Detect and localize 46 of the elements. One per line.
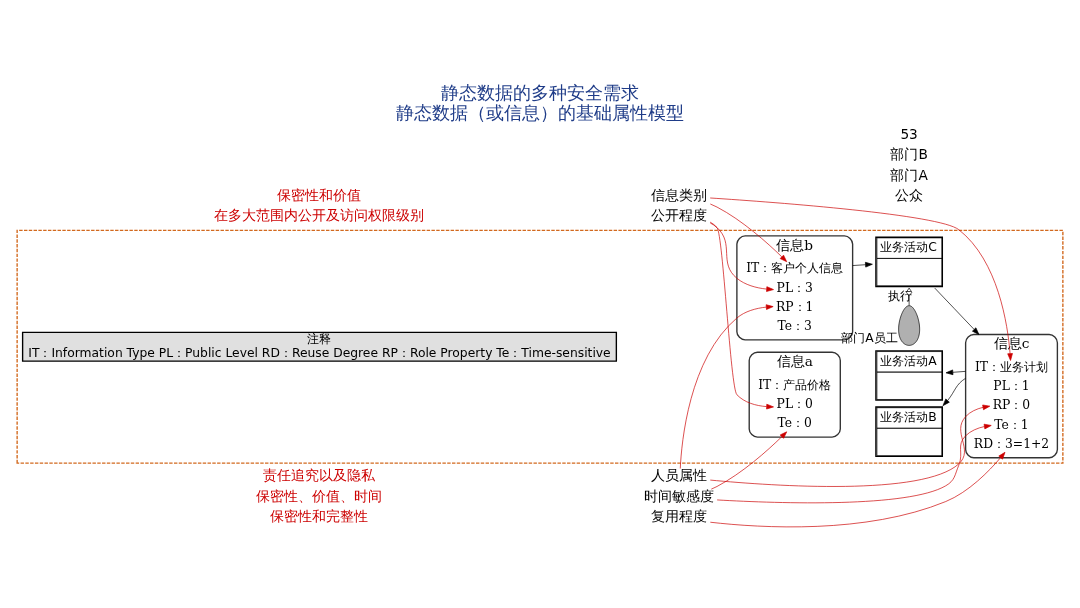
node-text: PL：3	[776, 280, 813, 295]
node-text: RP：1	[776, 299, 814, 314]
arrow	[710, 451, 1006, 527]
label: 保密性和完整性	[270, 507, 369, 524]
arrow	[945, 369, 966, 375]
arrow	[679, 303, 774, 469]
arrow	[710, 431, 788, 489]
node-text: 时间敏感度	[644, 487, 715, 504]
arrow	[709, 221, 774, 409]
node-text: PL：0	[776, 396, 813, 411]
cluster	[16, 229, 1064, 464]
node-text: 复用程度	[651, 507, 708, 524]
label: 保密性、价值、时间	[256, 487, 383, 504]
arrow	[709, 404, 991, 487]
label: 保密性和价值	[277, 186, 362, 203]
node-text: RP：0	[992, 397, 1031, 412]
label: 部门B	[890, 145, 928, 162]
node-text: Te：1	[994, 417, 1029, 432]
edge-label: 执行	[888, 288, 913, 303]
node-text: RD：3=1+2	[973, 436, 1050, 451]
arrow	[852, 261, 873, 267]
label: 公众	[895, 186, 924, 203]
diagram-title: 静态数据的多种安全需求	[441, 81, 639, 103]
arrow	[709, 203, 788, 262]
connector	[906, 287, 913, 306]
label: 在多大范围内公开及访问权限级别	[214, 206, 425, 223]
node-person	[898, 304, 920, 346]
label: 53	[900, 125, 918, 142]
label: 部门A	[890, 166, 928, 183]
node-text: PL：1	[993, 378, 1030, 393]
arrow	[709, 197, 1013, 361]
node-text: IT：客户个人信息	[746, 260, 844, 275]
arrow	[934, 287, 980, 335]
node-text: Te：3	[777, 318, 812, 333]
node-box: 注释 IT：Information Type PL：Public Level RD：Reuse Degree RP：Role Property Te：Time-sensitive	[21, 331, 618, 362]
arrow	[709, 222, 774, 292]
node-text: IT：产品价格	[758, 377, 832, 392]
caption: 静态数据（或信息）的基础属性模型	[396, 101, 684, 123]
label: 责任追究以及隐私	[263, 466, 376, 483]
node-text: 公开程度	[651, 206, 708, 223]
node-text: IT：业务计划	[974, 359, 1049, 374]
arrow	[942, 377, 966, 406]
arrow	[716, 423, 992, 503]
node-text: Te：0	[777, 415, 812, 430]
node-text: 信息类别	[651, 186, 708, 203]
node-text: 人员属性	[651, 466, 708, 483]
